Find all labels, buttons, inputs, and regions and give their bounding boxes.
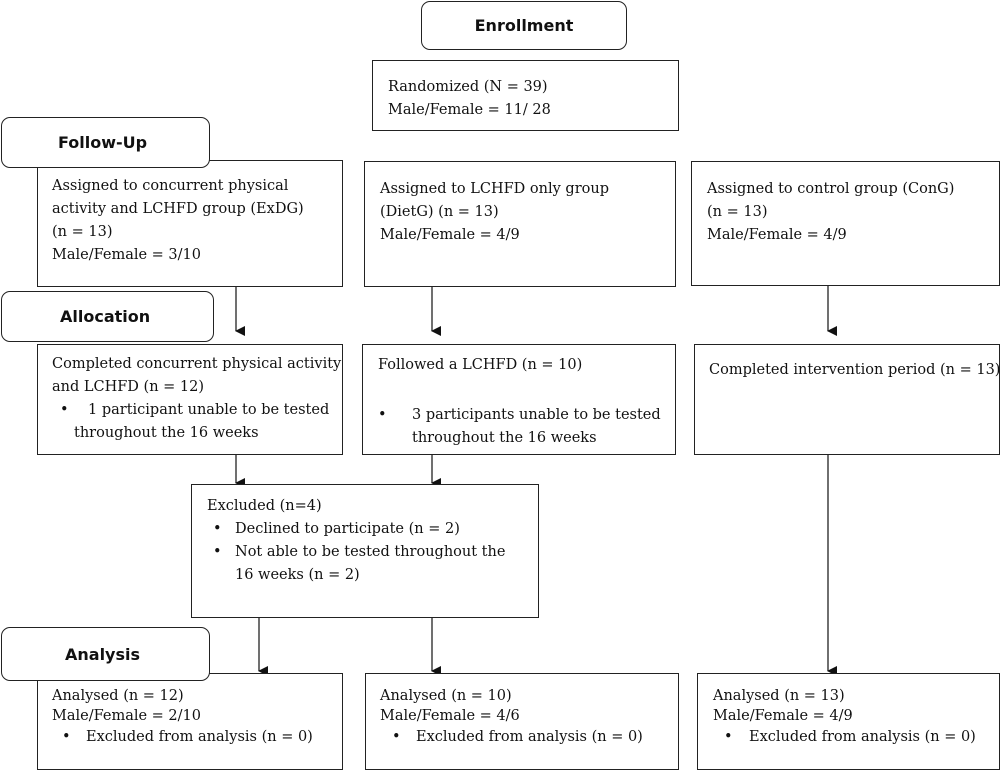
analysed-exdg-bullet: • Excluded from analysis (n = 0): [52, 726, 342, 749]
excluded-not-tested-text-2: 16 weeks (n = 2): [235, 567, 360, 583]
analysed-dietg-box: Analysed (n = 10) Male/Female = 4/6 • Ex…: [365, 673, 679, 770]
analysed-dietg-count: Analysed (n = 10): [380, 688, 512, 704]
bullet-dot: •: [60, 402, 69, 418]
excluded-box: Excluded (n=4) • Declined to participate…: [191, 484, 539, 618]
excluded-not-tested-text-1: Not able to be tested throughout the: [235, 544, 506, 560]
assigned-dietg-title-1: Assigned to LCHFD only group: [380, 181, 609, 197]
analysed-exdg-count: Analysed (n = 12): [52, 688, 184, 704]
completed-exdg-bullet-line-2: throughout the 16 weeks: [74, 425, 259, 441]
assigned-dietg-sex-ratio: Male/Female = 4/9: [380, 227, 520, 243]
allocation-stage-label: Allocation: [1, 291, 214, 342]
analysed-cong-count: Analysed (n = 13): [713, 688, 845, 704]
assigned-exdg-sex-ratio: Male/Female = 3/10: [52, 247, 201, 263]
assigned-cong-count: (n = 13): [707, 204, 768, 220]
excluded-bullet-not-tested: • Not able to be tested throughout the 1…: [207, 541, 538, 587]
assigned-exdg-box: Assigned to concurrent physical activity…: [37, 160, 343, 287]
assigned-exdg-title-2: activity and LCHFD group (ExDG): [52, 201, 304, 217]
bullet-dot: •: [724, 729, 733, 745]
enrollment-stage-label: Enrollment: [421, 1, 627, 50]
completed-cong-box: Completed intervention period (n = 13): [694, 344, 1000, 455]
completed-cong-title: Completed intervention period (n = 13): [709, 362, 1000, 378]
assigned-exdg-title-1: Assigned to concurrent physical: [52, 178, 289, 194]
excluded-bullet-declined: • Declined to participate (n = 2): [207, 518, 538, 541]
completed-exdg-box: Completed concurrent physical activity a…: [37, 344, 343, 455]
assigned-dietg-title-2: (DietG) (n = 13): [380, 204, 499, 220]
assigned-cong-title: Assigned to control group (ConG): [707, 181, 955, 197]
analysed-cong-excluded-text: Excluded from analysis (n = 0): [749, 729, 976, 745]
excluded-declined-text: Declined to participate (n = 2): [235, 521, 460, 537]
bullet-dot: •: [378, 407, 387, 423]
bullet-dot: •: [62, 729, 71, 745]
enrollment-stage-text: Enrollment: [474, 16, 574, 35]
completed-dietg-box: Followed a LCHFD (n = 10) • 3 participan…: [362, 344, 676, 455]
follow-up-stage-label: Follow-Up: [1, 117, 210, 168]
analysed-cong-sex-ratio: Male/Female = 4/9: [713, 708, 853, 724]
bullet-dot: •: [213, 521, 222, 537]
assigned-cong-sex-ratio: Male/Female = 4/9: [707, 227, 847, 243]
allocation-stage-text: Allocation: [60, 307, 151, 326]
completed-dietg-bullet-line-2: throughout the 16 weeks: [412, 430, 597, 446]
completed-exdg-bullet: • 1 participant unable to be tested: [52, 399, 342, 422]
analysis-stage-text: Analysis: [65, 644, 141, 664]
follow-up-stage-text: Follow-Up: [58, 133, 148, 152]
randomized-box: Randomized (N = 39) Male/Female = 11/ 28: [372, 60, 679, 131]
analysed-exdg-sex-ratio: Male/Female = 2/10: [52, 708, 201, 724]
analysed-cong-bullet: • Excluded from analysis (n = 0): [713, 726, 999, 749]
completed-exdg-title-2: and LCHFD (n = 12): [52, 379, 205, 395]
completed-dietg-title: Followed a LCHFD (n = 10): [378, 357, 583, 373]
randomized-sex-ratio: Male/Female = 11/ 28: [388, 102, 551, 118]
completed-dietg-bullet: • 3 participants unable to be tested thr…: [378, 404, 675, 450]
randomized-count: Randomized (N = 39): [388, 79, 548, 95]
analysed-dietg-excluded-text: Excluded from analysis (n = 0): [416, 729, 643, 745]
analysed-dietg-bullet: • Excluded from analysis (n = 0): [380, 726, 678, 749]
analysed-exdg-excluded-text: Excluded from analysis (n = 0): [86, 729, 313, 745]
assigned-dietg-box: Assigned to LCHFD only group (DietG) (n …: [364, 161, 676, 287]
completed-exdg-title-1: Completed concurrent physical activity: [52, 356, 342, 372]
assigned-exdg-count: (n = 13): [52, 224, 113, 240]
analysis-stage-label: Analysis: [1, 627, 210, 681]
bullet-dot: •: [213, 544, 222, 560]
analysed-exdg-box: Analysed (n = 12) Male/Female = 2/10 • E…: [37, 673, 343, 770]
completed-dietg-bullet-line-1: 3 participants unable to be tested: [412, 407, 661, 423]
assigned-cong-box: Assigned to control group (ConG) (n = 13…: [691, 161, 1000, 286]
completed-exdg-bullet-line-1: 1 participant unable to be tested: [88, 402, 330, 418]
bullet-dot: •: [392, 729, 401, 745]
analysed-cong-box: Analysed (n = 13) Male/Female = 4/9 • Ex…: [697, 673, 1000, 770]
analysed-dietg-sex-ratio: Male/Female = 4/6: [380, 708, 520, 724]
excluded-title: Excluded (n=4): [207, 498, 322, 514]
